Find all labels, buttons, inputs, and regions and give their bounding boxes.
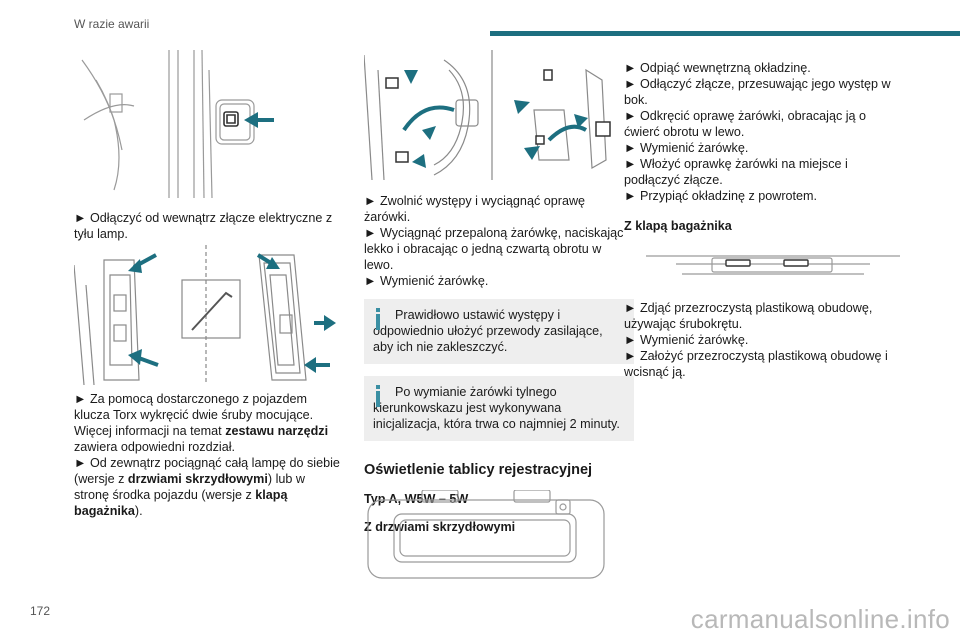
pull-lamp-text-b: ) lub w stronę środka pojazdu (wersje z <box>74 472 305 502</box>
step-release-tabs: ► Zwolnić występy i wyciągnąć oprawę żar… <box>364 194 586 224</box>
info-box-initialization: Po wymianie żarówki tylnego kierunkowska… <box>364 376 634 441</box>
page-header-title: W razie awarii <box>74 17 150 31</box>
step-disconnect: ► Odłączyć złącze, przesuwając jego wyst… <box>624 77 891 107</box>
info-initialization-text: Po wymianie żarówki tylnego kierunkowska… <box>373 385 620 431</box>
header-accent-bar <box>490 31 960 36</box>
step-unscrew-holder: ► Odkręcić oprawę żarówki, obracając ją … <box>624 109 867 139</box>
step-replace-bulb: ► Wymienić żarówkę. <box>364 274 489 288</box>
tool-kit-text-a: Więcej informacji na temat <box>74 424 226 438</box>
step-unclip-trim: ► Odpiąć wewnętrzną okładzinę. <box>624 61 811 75</box>
step-reclip-trim: ► Przypiąć okładzinę z powrotem. <box>624 189 818 203</box>
step-refit-holder: ► Włożyć oprawkę żarówki na miejsce i po… <box>624 157 848 187</box>
heading-tailgate: Z klapą bagażnika <box>624 219 732 233</box>
info-icon <box>373 308 383 330</box>
page-number: 172 <box>30 604 51 618</box>
tool-kit-link[interactable]: zestawu narzędzi <box>225 424 329 438</box>
step-replace-bulb-tailgate: ► Wymienić żarówkę. <box>624 333 749 347</box>
step-unscrew-torx: ► Za pomocą dostarczonego z pojazdem klu… <box>74 392 314 422</box>
step-replace: ► Wymienić żarówkę. <box>624 141 749 155</box>
tool-kit-text-b: zawiera odpowiedni rozdział. <box>74 440 236 454</box>
info-icon <box>373 385 383 407</box>
step-pull-lamp: ► Od zewnątrz pociągnąć całą lampę do si… <box>74 455 342 519</box>
step-remove-bulb: ► Wyciągnąć przepaloną żarówkę, naciskaj… <box>364 226 624 272</box>
info-box-tabs: Prawidłowo ustawić występy i odpowiednio… <box>364 299 634 364</box>
pull-lamp-text-a: ► Od zewnątrz pociągnąć całą lampę do si… <box>74 456 340 486</box>
section-title-license-plate: Oświetlenie tablicy rejestracyjnej <box>364 462 593 478</box>
figure-license-plate-lamp-doors <box>364 490 614 582</box>
pull-lamp-bold-tailgate: klapą bagażnika <box>74 488 288 518</box>
figure-bulb-holder <box>364 50 634 180</box>
figure-torx-screws <box>74 245 344 385</box>
step-disconnect-connector: ► Odłączyć od wewnątrz złącze elektryczn… <box>74 211 333 241</box>
pull-lamp-text-c: ). <box>134 504 143 518</box>
watermark: carmanualsonline.info <box>690 604 950 634</box>
info-tabs-text: Prawidłowo ustawić występy i odpowiednio… <box>373 308 603 354</box>
figure-license-plate-lamp-tailgate <box>646 252 900 282</box>
tool-kit-reference: Więcej informacji na temat zestawu narzę… <box>74 423 342 455</box>
heading-wing-doors: Z drzwiami skrzydłowymi <box>364 520 516 534</box>
pull-lamp-bold-doors: drzwiami skrzydłowymi <box>127 472 268 486</box>
step-refit-cover: ► Założyć przezroczystą plastikową obudo… <box>624 349 888 379</box>
step-remove-cover: ► Zdjąć przezroczystą plastikową obudowę… <box>624 301 873 331</box>
figure-lamp-connector <box>74 50 344 198</box>
